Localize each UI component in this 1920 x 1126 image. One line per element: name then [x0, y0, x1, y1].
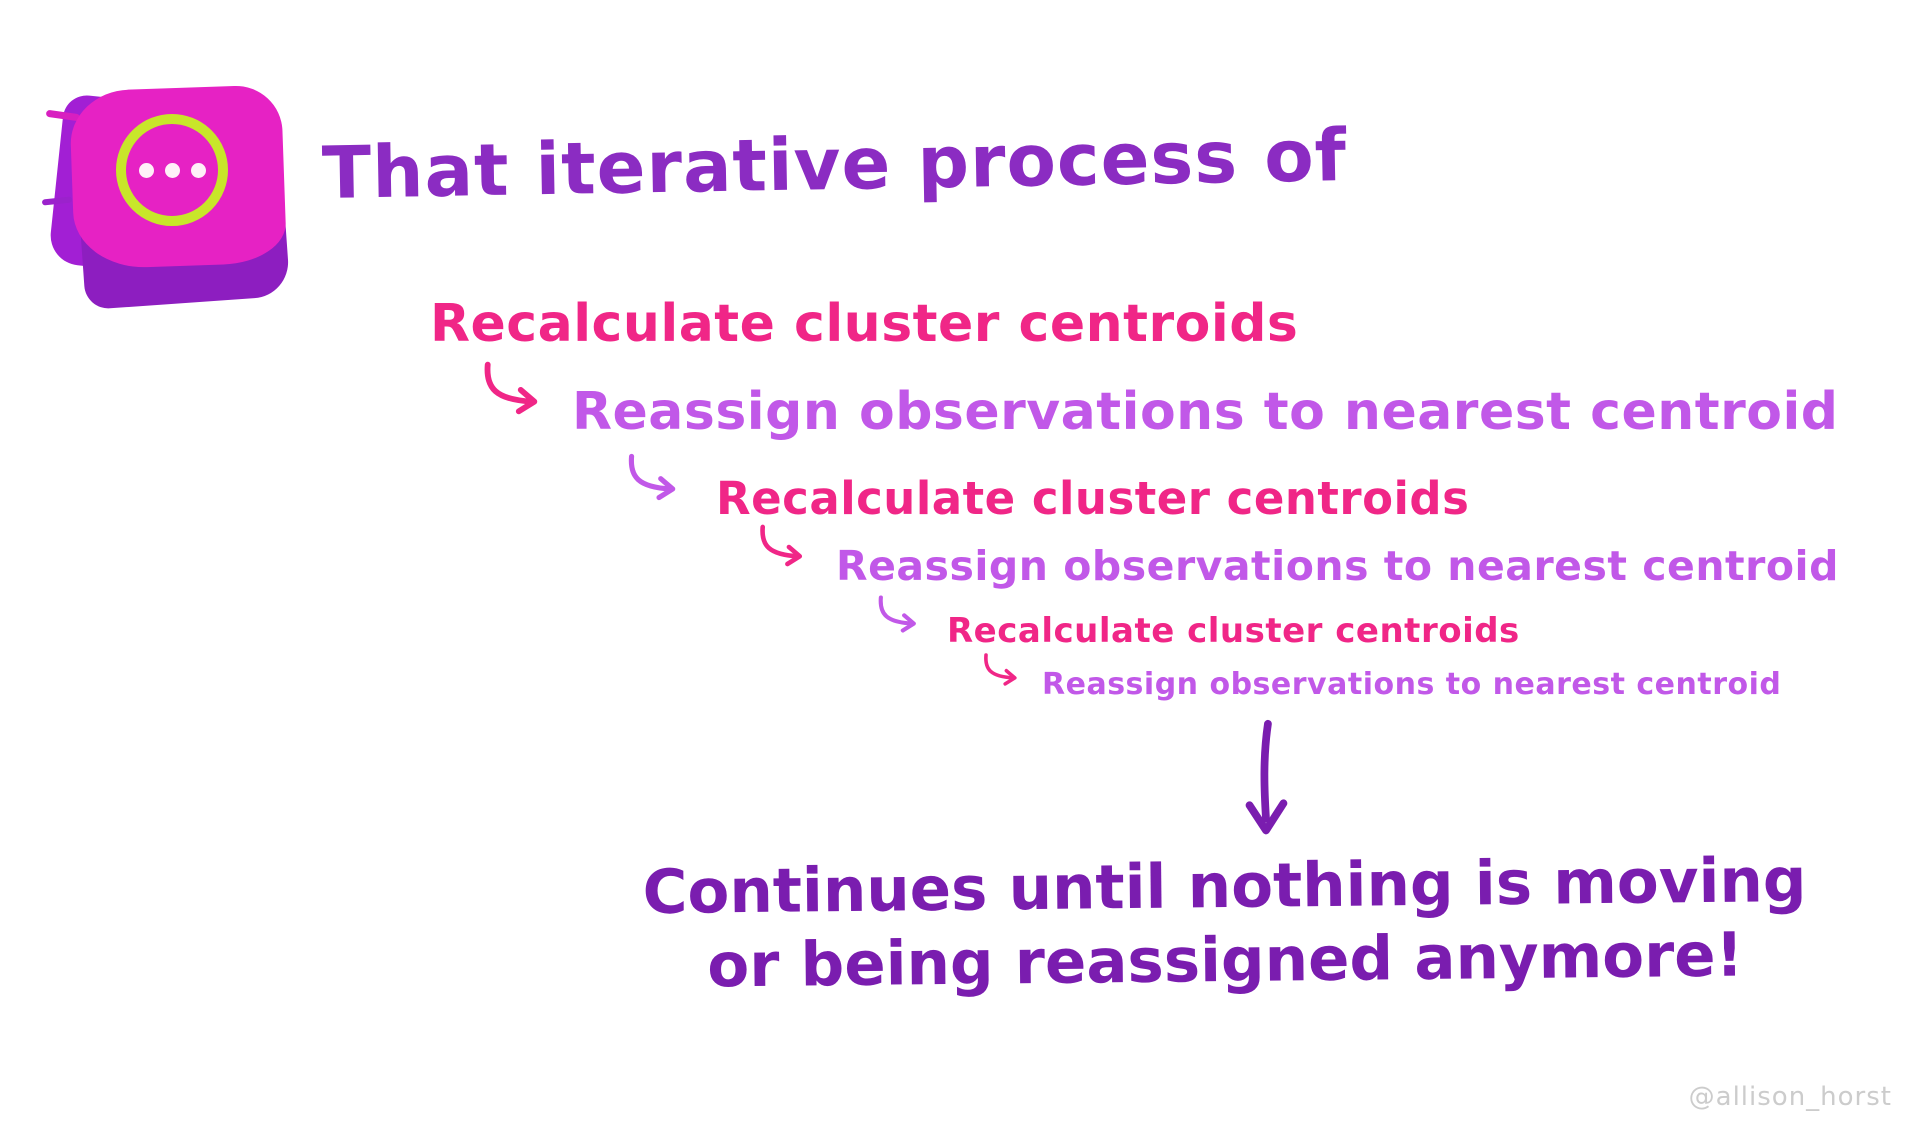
curved-arrow-icon [628, 453, 676, 501]
curved-arrow-icon [878, 595, 916, 633]
step-item: Reassign observations to nearest centroi… [572, 382, 1839, 442]
curved-arrow-icon [484, 361, 538, 415]
ellipsis-dot [138, 162, 154, 178]
conclusion-text: Continues until nothing is moving or bei… [619, 844, 1830, 1005]
conclusion-line-1: Continues until nothing is moving [642, 844, 1807, 929]
curved-arrow-icon [760, 524, 803, 567]
step-item: Recalculate cluster centroids [947, 611, 1520, 651]
step-item: Reassign observations to nearest centroi… [836, 542, 1839, 590]
artist-watermark: @allison_horst [1688, 1082, 1892, 1112]
ellipsis-dot [164, 162, 180, 178]
conclusion-line-2: or being reassigned anymore! [706, 919, 1744, 1002]
step-item: Reassign observations to nearest centroi… [1042, 667, 1782, 702]
down-arrow-icon [1245, 719, 1288, 835]
ellipsis-icon [116, 114, 228, 226]
curved-arrow-icon [984, 653, 1017, 686]
ellipsis-dot [190, 162, 206, 178]
ellipsis-badge [41, 78, 295, 310]
step-item: Recalculate cluster centroids [430, 294, 1299, 354]
page-title: That iterative process of [321, 113, 1348, 215]
step-item: Recalculate cluster centroids [716, 472, 1470, 525]
